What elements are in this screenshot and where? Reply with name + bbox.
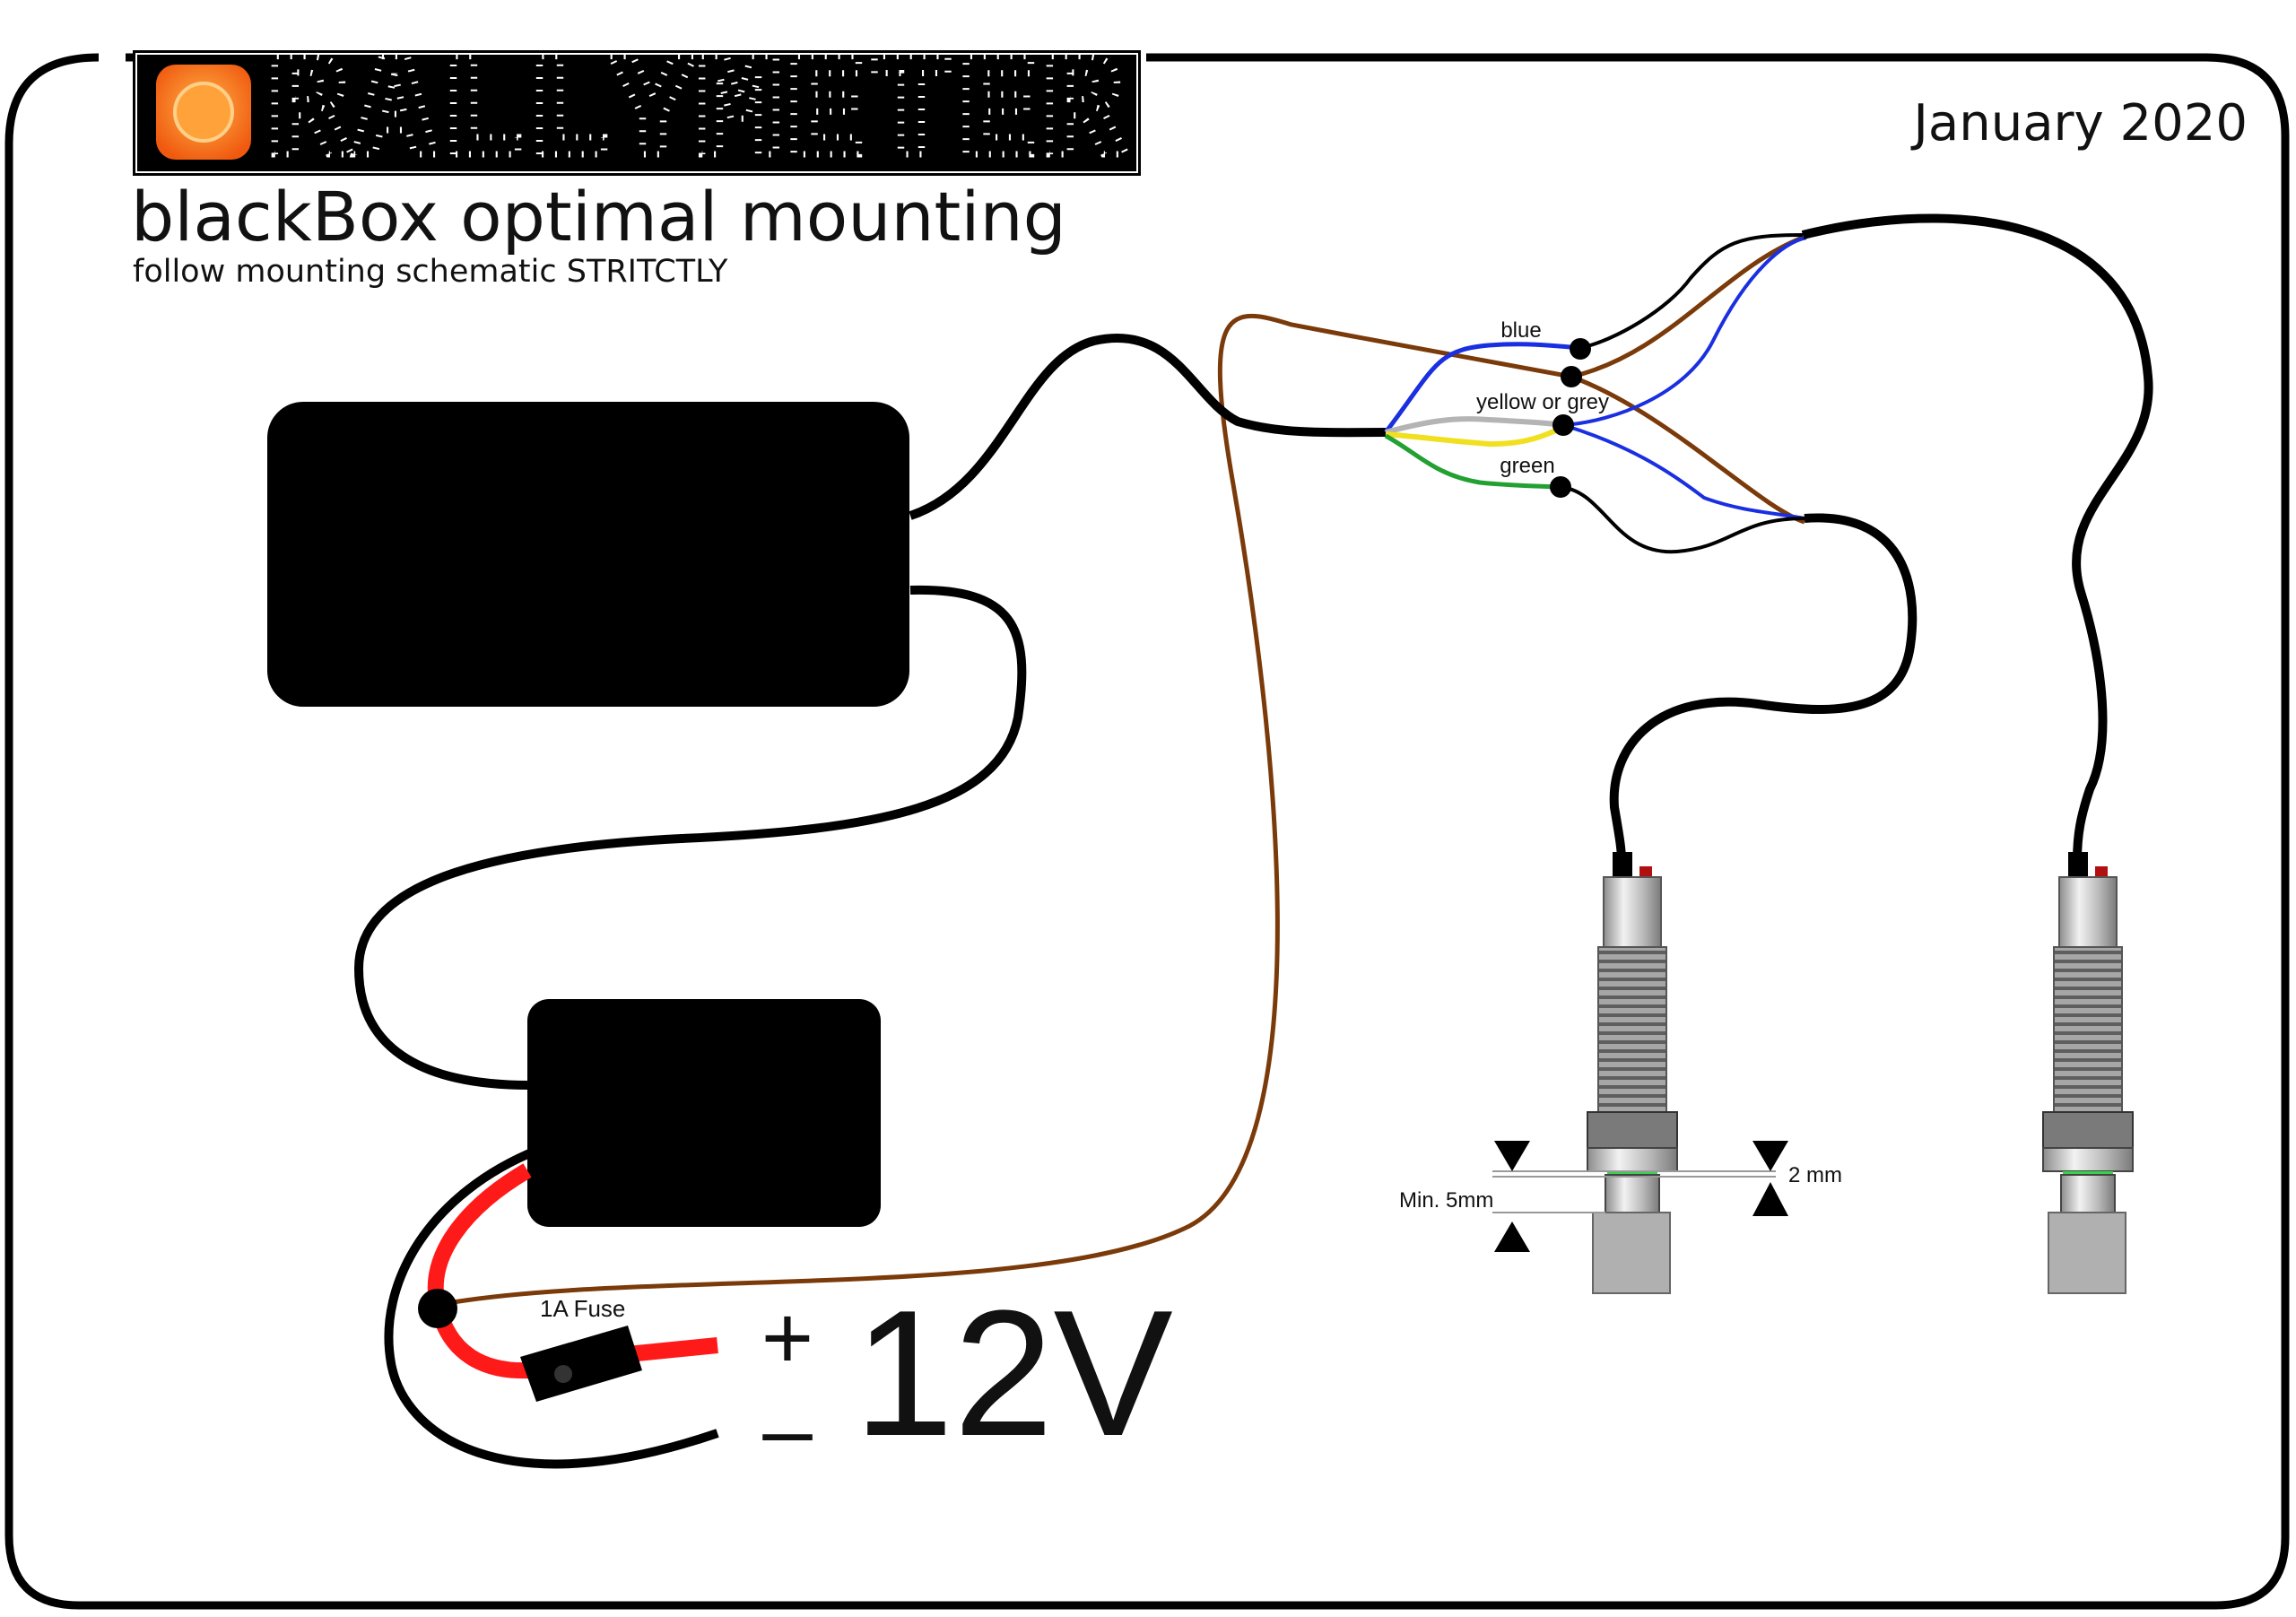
- ground-wire: [384, 1145, 719, 1469]
- sensor-right: [2042, 852, 2134, 1294]
- minus-symbol: –: [762, 1379, 813, 1480]
- dimension-min-label: Min. 5mm: [1399, 1188, 1493, 1213]
- wire-label-blue: blue: [1500, 318, 1541, 343]
- wire-label-yellow-grey: yellow or grey: [1476, 390, 1609, 414]
- control-box: [267, 402, 909, 707]
- plus-symbol: +: [761, 1288, 813, 1388]
- wire-label-green: green: [1500, 454, 1554, 478]
- fuse-label: 1A Fuse: [540, 1295, 625, 1322]
- sensor-cable-right: [1801, 213, 2153, 862]
- date-label: January 2020: [1910, 94, 2248, 152]
- wire-fanout: [1384, 233, 1807, 554]
- rallymeter-logo: RALLYMETER: [133, 28, 1141, 190]
- sensor-left: [1587, 852, 1678, 1294]
- sensor-cable-left: [1609, 513, 1918, 862]
- interconnect-cable: [353, 585, 1027, 1090]
- voltage-label: 12V: [854, 1274, 1173, 1474]
- fuse-holder: [520, 1326, 642, 1402]
- dimension-gap-label: 2 mm: [1788, 1163, 1842, 1187]
- dimension-markers: [1492, 1141, 1788, 1252]
- power-unit-box: [527, 999, 881, 1227]
- splice-node: [418, 1289, 457, 1328]
- page-subtitle: follow mounting schematic STRITCTLY: [133, 254, 728, 290]
- page-title: blackBox optimal mounting: [131, 177, 1066, 256]
- main-harness-cable: [909, 334, 1387, 520]
- brand-name: RALLYMETER: [265, 30, 1127, 187]
